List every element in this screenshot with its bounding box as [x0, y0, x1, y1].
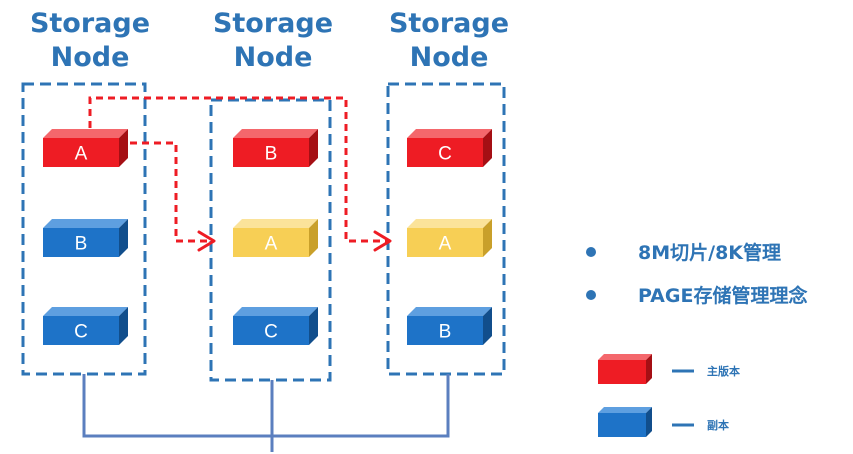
network-connector — [82, 374, 450, 452]
block-label: C — [264, 322, 278, 343]
node-3-title-line2: Node — [410, 42, 489, 73]
node-2-title-line1: Storage — [213, 8, 333, 39]
node-1-title-line2: Node — [51, 42, 130, 73]
block-top-face — [407, 219, 492, 228]
block-top-face — [233, 307, 318, 316]
node-3-block-a: A — [407, 219, 492, 257]
node-2-title-line2: Node — [234, 42, 313, 73]
block-label: B — [75, 234, 88, 255]
feature-slicing: 8M切片/8K管理 — [638, 241, 781, 264]
feature-page-storage: PAGE存储管理理念 — [638, 284, 807, 307]
block-label: B — [439, 322, 452, 343]
block-side-face — [119, 307, 128, 345]
bullet-dot — [586, 290, 596, 300]
arrowhead-node-2 — [197, 230, 216, 252]
block-label: C — [74, 322, 88, 343]
block-label: B — [265, 144, 278, 165]
node-2-block-a: A — [233, 219, 318, 257]
replication-arrows — [88, 96, 388, 243]
legend-primary-swatch — [598, 354, 652, 384]
block-top-face — [233, 129, 318, 138]
block-side-face — [646, 407, 652, 437]
block-side-face — [119, 219, 128, 257]
legend-replica-swatch — [598, 407, 652, 437]
node-2-box — [209, 98, 332, 382]
arrow-a-to-node-2 — [130, 141, 212, 243]
block-front-face — [598, 360, 646, 384]
legend-primary-label: 主版本 — [707, 364, 740, 378]
bullet-dot — [586, 247, 596, 257]
block-label: C — [438, 144, 452, 165]
node-3-block-b: B — [407, 307, 492, 345]
block-top-face — [407, 129, 492, 138]
node-1-block-c: C — [43, 307, 128, 345]
block-front-face — [598, 413, 646, 437]
block-side-face — [309, 307, 318, 345]
block-label: A — [75, 144, 88, 165]
arrowheads — [197, 230, 392, 252]
node-1-block-a: A — [43, 129, 128, 167]
legend-replica-label: 副本 — [707, 418, 729, 432]
legend: 主版本 副本 — [598, 354, 740, 437]
block-front-face — [43, 138, 119, 167]
block-side-face — [309, 129, 318, 167]
block-side-face — [483, 219, 492, 257]
node-1-title: Storage Node — [30, 8, 150, 73]
block-side-face — [483, 307, 492, 345]
block-side-face — [119, 129, 128, 167]
block-side-face — [309, 219, 318, 257]
node-3-block-c: C — [407, 129, 492, 167]
block-top-face — [233, 219, 318, 228]
block-side-face — [646, 354, 652, 384]
block-front-face — [233, 138, 309, 167]
node-2-block-c: C — [233, 307, 318, 345]
block-top-face — [598, 407, 652, 413]
node-1-block-b: B — [43, 219, 128, 257]
node-3-title-line1: Storage — [389, 8, 509, 39]
block-front-face — [43, 316, 119, 345]
node-1-box — [21, 82, 147, 376]
arrow-a-to-node-3 — [88, 96, 388, 243]
block-top-face — [43, 219, 128, 228]
block-front-face — [407, 228, 483, 257]
node-3-box — [386, 82, 506, 376]
block-front-face — [233, 228, 309, 257]
block-label: A — [439, 234, 452, 255]
feature-list: 8M切片/8K管理 PAGE存储管理理念 — [586, 241, 807, 307]
block-front-face — [43, 228, 119, 257]
node-3-title: Storage Node — [389, 8, 509, 73]
arrowhead-node-3 — [373, 230, 392, 252]
block-top-face — [43, 307, 128, 316]
block-top-face — [598, 354, 652, 360]
block-front-face — [233, 316, 309, 345]
block-front-face — [407, 138, 483, 167]
block-label: A — [265, 234, 278, 255]
data-blocks: A B C B A C C A B — [43, 129, 492, 345]
block-top-face — [43, 129, 128, 138]
block-top-face — [407, 307, 492, 316]
node-2-block-b: B — [233, 129, 318, 167]
block-front-face — [407, 316, 483, 345]
node-2-title: Storage Node — [213, 8, 333, 73]
block-side-face — [483, 129, 492, 167]
node-1-title-line1: Storage — [30, 8, 150, 39]
